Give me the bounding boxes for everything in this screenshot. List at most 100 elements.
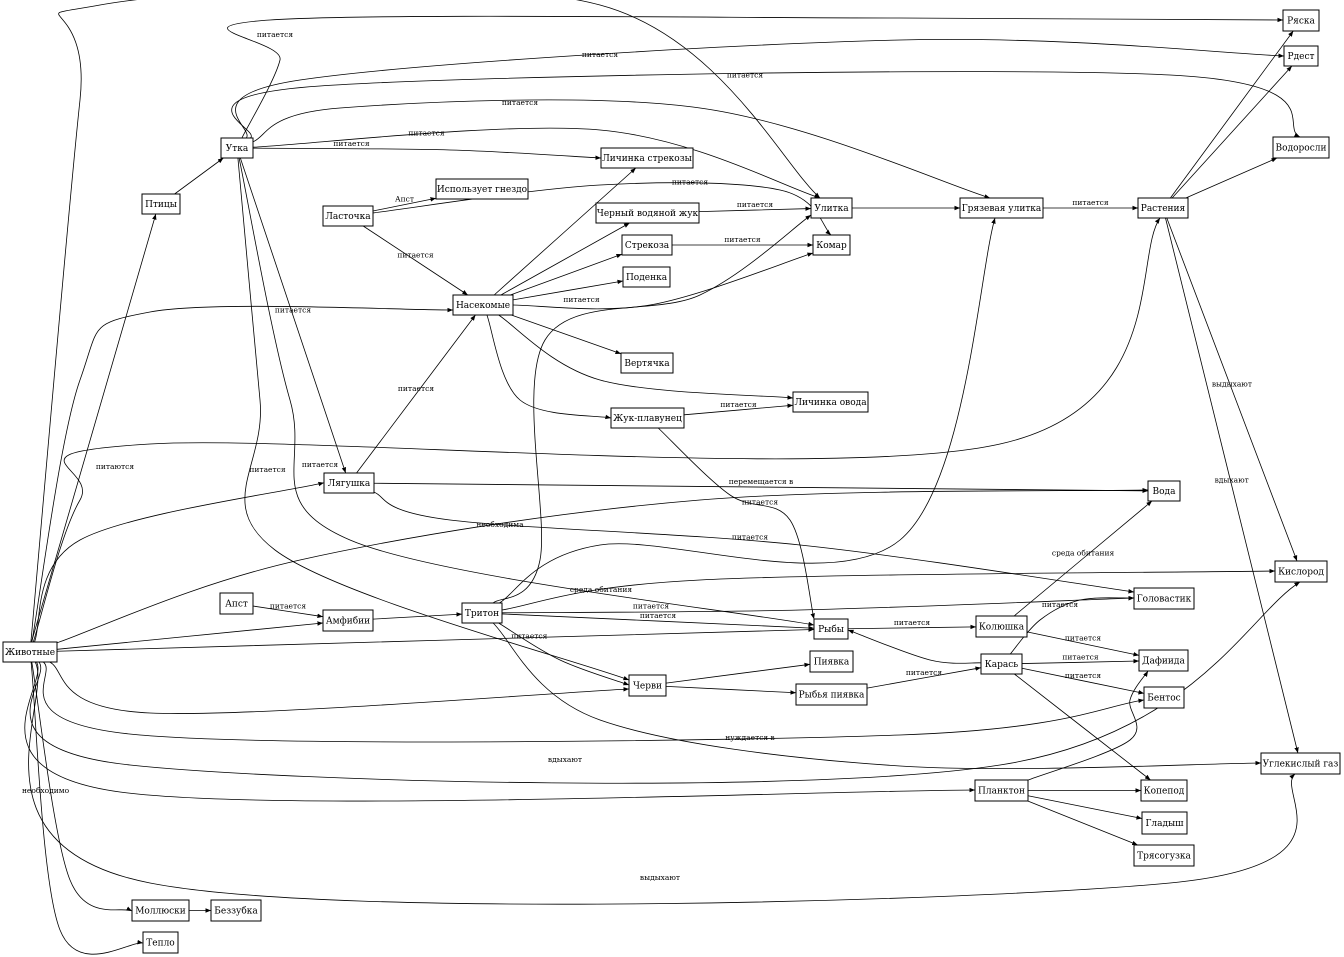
node-ryaska[interactable]: Ряска	[1282, 9, 1320, 32]
node-apst[interactable]: Апст	[219, 592, 254, 615]
node-uglekislyi-gaz[interactable]: Углекислый газ	[1260, 752, 1341, 775]
edge-zhivotnye-to-mollyuski	[31, 661, 133, 912]
edge-nasekomye-to-zhuk_plavunets	[486, 314, 612, 420]
node-vodorosli[interactable]: Водоросли	[1272, 136, 1330, 159]
edge-utka-to-vodorosli	[231, 71, 1301, 139]
edge-line	[31, 661, 133, 912]
node-nasekomye[interactable]: Насекомые	[452, 294, 514, 316]
node-piyavka[interactable]: Пиявка	[809, 650, 854, 673]
node-label: Бентос	[1147, 694, 1180, 704]
node-box	[219, 592, 254, 615]
node-ulitka[interactable]: Улитка	[810, 197, 853, 219]
edge-line	[498, 622, 630, 686]
node-lichinka-ovoda[interactable]: Личинка овода	[792, 391, 869, 413]
node-kolyushka[interactable]: Колюшка	[975, 615, 1028, 638]
edge-label: среда обитания	[570, 585, 633, 594]
node-chervi[interactable]: Черви	[628, 674, 667, 697]
node-amfibii[interactable]: Амфибии	[322, 609, 374, 632]
node-voda[interactable]: Вода	[1147, 480, 1181, 502]
node-box	[812, 234, 851, 256]
node-rybya-piyavka[interactable]: Рыбья пиявка	[795, 683, 868, 706]
edge-utka-to-lichinka_strekozy	[252, 147, 602, 160]
node-label: Личинка овода	[794, 398, 867, 408]
edge-line	[1171, 65, 1293, 199]
edge-line	[492, 214, 812, 604]
node-label: Лягушка	[328, 479, 371, 489]
edge-label: питается	[1065, 634, 1101, 643]
node-lastochka[interactable]: Ласточка	[322, 205, 374, 227]
node-box	[220, 137, 254, 159]
node-karas[interactable]: Карась	[980, 653, 1023, 675]
edge-karas-to-dafniya	[1021, 658, 1140, 664]
edge-nasekomye-to-podenka	[512, 279, 624, 301]
node-box	[1138, 649, 1189, 672]
node-kislorod[interactable]: Кислород	[1274, 560, 1328, 583]
node-box	[461, 602, 503, 624]
node-tryasoguzka[interactable]: Трясогузка	[1133, 844, 1195, 867]
node-lichinka-strekozy[interactable]: Личинка стрекозы	[600, 147, 694, 169]
node-label: Копепод	[1144, 787, 1185, 797]
edge-label: питается	[249, 465, 285, 474]
node-box	[974, 779, 1029, 802]
node-box	[1133, 844, 1195, 867]
edge-label: Апст	[395, 195, 414, 204]
edge-label: питается	[640, 611, 676, 620]
edge-nasekomye-to-lichinka_ovoda	[498, 314, 794, 400]
node-label: Животные	[5, 648, 55, 658]
node-vertyachka[interactable]: Вертячка	[620, 352, 674, 374]
node-triton[interactable]: Тритон	[461, 602, 503, 624]
edge-line	[252, 99, 991, 199]
node-mollyuski[interactable]: Моллюски	[131, 899, 190, 922]
edge-line	[174, 157, 224, 195]
edge-label: питается	[727, 71, 763, 80]
edge-utka-to-ryby	[238, 157, 815, 627]
edge-line	[1027, 800, 1138, 846]
node-box	[810, 197, 853, 219]
edge-line	[499, 217, 996, 604]
node-plankton[interactable]: Планктон	[974, 779, 1029, 802]
node-utka[interactable]: Утка	[220, 137, 254, 159]
edge-line	[356, 314, 476, 474]
edge-label: необходимо	[22, 786, 70, 795]
node-zhuk-plavunets[interactable]: Жук-плавунец	[610, 407, 685, 429]
node-box	[141, 193, 181, 215]
node-komar[interactable]: Комар	[812, 234, 851, 256]
node-gryazevaya-ulitka[interactable]: Грязевая улитка	[959, 197, 1044, 219]
node-rdest[interactable]: Рдест	[1283, 45, 1319, 67]
edge-rasteniya-to-uglekislyi_gaz	[1165, 217, 1299, 754]
node-label: Растения	[1141, 204, 1186, 214]
node-ryby[interactable]: Рыбы	[813, 618, 849, 640]
node-kopepod[interactable]: Копепод	[1140, 779, 1188, 802]
edge-line	[362, 225, 469, 296]
edge-label: питается	[742, 498, 778, 507]
edge-label: среда обитания	[1052, 549, 1115, 558]
edge-label: питается	[275, 306, 311, 315]
node-teplo[interactable]: Тепло	[142, 931, 179, 954]
node-dafniya[interactable]: Дафиида	[1138, 649, 1189, 672]
node-label: Рыбья пиявка	[799, 690, 865, 701]
node-chernyi-vodyanoi-zhuk[interactable]: Черный водяной жук	[595, 202, 700, 224]
edge-kolyushka-to-dafniya	[1026, 631, 1140, 657]
node-label: Тритон	[465, 609, 499, 619]
node-gladysh[interactable]: Гладыш	[1141, 811, 1188, 835]
edge-chervi-to-rybya_piyavka	[665, 686, 797, 695]
node-golovastik[interactable]: Головастик	[1133, 587, 1195, 610]
edge-label: питается	[1065, 671, 1101, 680]
node-zhivotnye[interactable]: Животные	[2, 641, 58, 663]
node-ptitsy[interactable]: Птицы	[141, 193, 181, 215]
node-podenka[interactable]: Поденка	[622, 266, 671, 288]
edge-line	[511, 314, 622, 355]
edge-line	[492, 622, 1262, 770]
edge-line	[56, 621, 324, 650]
node-bentos[interactable]: Бентос	[1143, 686, 1185, 709]
edge-nasekomye-to-chernyi_vodyanoi_zhuk	[500, 222, 630, 296]
node-strekoza[interactable]: Стрекоза	[621, 234, 673, 256]
node-rasteniya[interactable]: Растения	[1137, 197, 1189, 219]
node-bezzubka[interactable]: Беззубка	[210, 899, 262, 922]
edge-line	[372, 197, 437, 212]
node-box	[975, 615, 1028, 638]
edge-line	[1165, 217, 1299, 754]
node-lyagushka[interactable]: Лягушка	[323, 472, 375, 494]
node-ispolzuet-gnezdo[interactable]: Использует гнездо	[435, 178, 529, 200]
edge-label: питается	[398, 384, 434, 393]
